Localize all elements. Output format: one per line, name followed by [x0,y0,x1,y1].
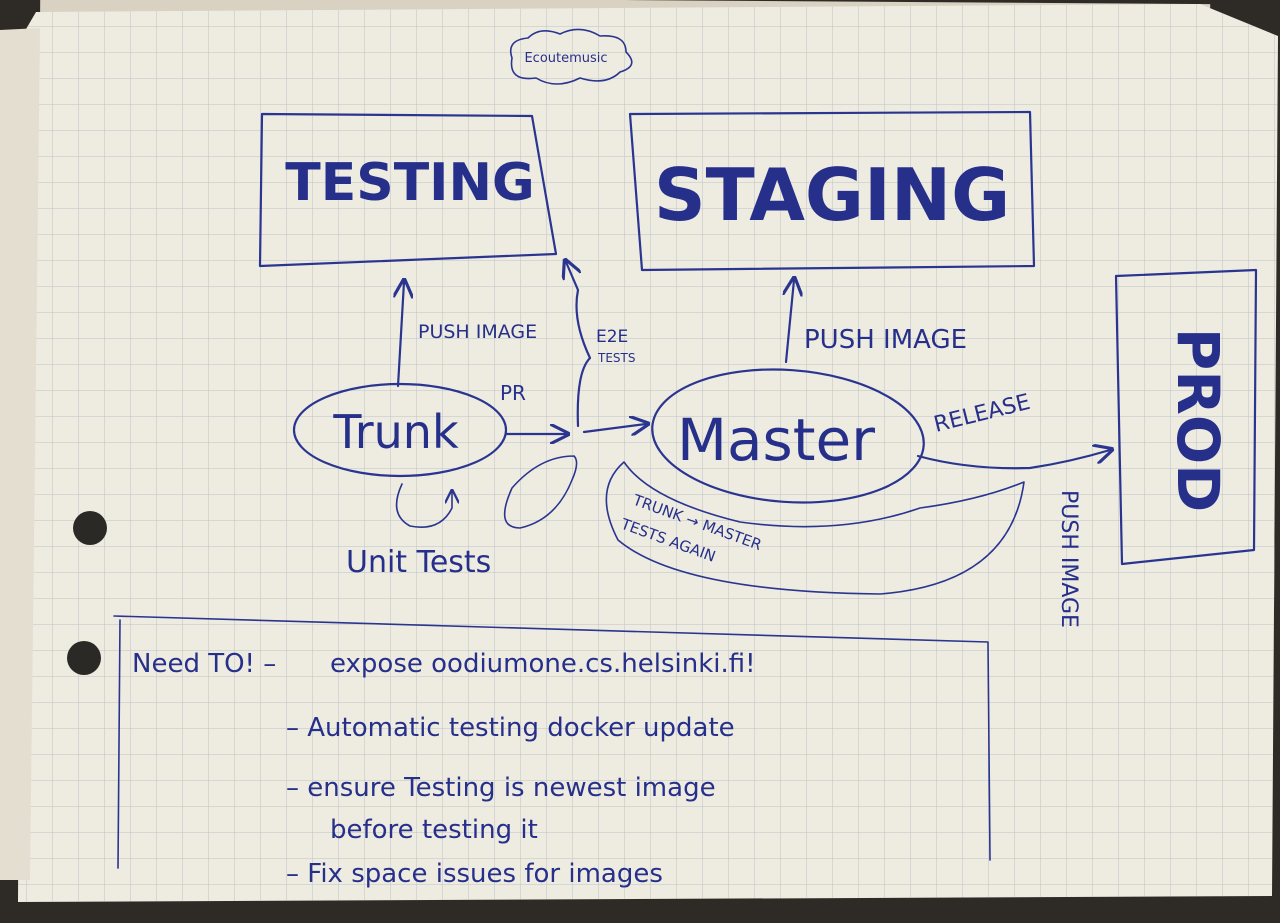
master-label: Master [677,406,875,474]
junction-loop [503,455,578,529]
trunk-node: Trunk [292,382,508,478]
prod-node: PROD [1114,268,1258,566]
cloud-label: Ecoutemusic [524,51,607,66]
staging-label: STAGING [654,153,1010,237]
notes-item-5: – Fix space issues for images [286,859,663,889]
edge-trunk-testing-label: PUSH IMAGE [418,321,537,343]
edge-pr: PR [500,381,646,434]
edge-e2e: E2E TESTS [566,262,635,428]
binder-hole-bottom [67,641,101,675]
paper-sheet [0,4,1278,902]
edge-e2e-label-1: E2E [596,327,628,347]
testing-label: TESTING [285,153,534,213]
testing-node: TESTING [258,112,558,268]
notes-box: Need TO! – expose oodiumone.cs.helsinki.… [113,615,991,889]
unit-tests-label: Unit Tests [346,545,491,580]
staging-node: STAGING [628,110,1036,272]
edge-unit-tests: Unit Tests [346,483,491,580]
notes-heading: Need TO! – [132,649,276,679]
edge-e2e-label-2: TESTS [597,351,635,365]
edge-master-staging: PUSH IMAGE [786,280,967,364]
prod-label: PROD [1164,328,1232,513]
edge-pr-label: PR [500,381,526,405]
cloud-node: Ecoutemusic [509,28,633,85]
notes-item-4: before testing it [330,815,538,845]
notes-item-2: – Automatic testing docker update [286,713,735,743]
trunk-label: Trunk [332,405,459,459]
notes-item-3: – ensure Testing is newest image [286,773,716,803]
master-node: Master [651,368,925,504]
binder-hole-top [73,511,107,545]
edge-master-staging-label: PUSH IMAGE [804,325,967,355]
prod-push-label: PUSH IMAGE [1056,490,1081,628]
notes-item-1: expose oodiumone.cs.helsinki.fi! [330,649,756,679]
edge-trunk-testing: PUSH IMAGE [398,282,537,388]
